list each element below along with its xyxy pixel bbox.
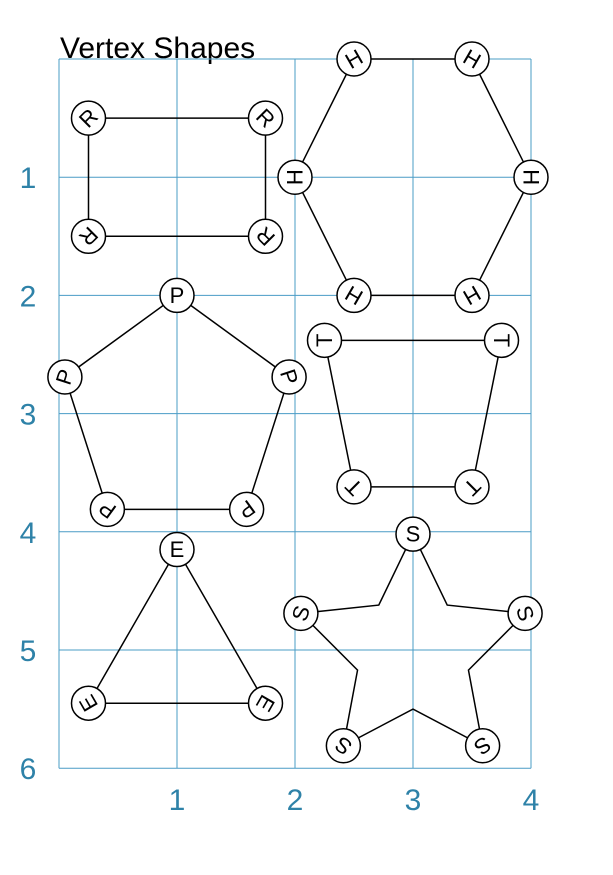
hexagon-vertex: H — [336, 41, 372, 77]
x-tick-label: 2 — [287, 784, 304, 817]
vertex-label: P — [275, 366, 303, 388]
vertex-label: H — [283, 169, 308, 185]
pentagon-shape: P P P P P — [47, 277, 307, 528]
trapezoid-vertex: T — [483, 322, 520, 359]
pentagon-vertex: P — [228, 491, 265, 528]
vertex-circle — [159, 531, 195, 568]
hexagon-vertex: H — [277, 159, 313, 195]
triangle-vertex: E — [247, 685, 284, 721]
y-tick-label: 6 — [20, 753, 37, 786]
vertex-circle — [247, 685, 284, 721]
vertex-label: T — [489, 334, 514, 347]
vertex-label: T — [312, 334, 337, 347]
vertex-circle — [507, 595, 543, 632]
vertex-circle — [70, 100, 107, 136]
vertex-circle — [89, 491, 126, 528]
rectangle-vertex: R — [247, 218, 284, 255]
vertex-label: S — [511, 603, 539, 625]
vertex-circle — [47, 359, 83, 395]
x-tick-label: 1 — [169, 784, 186, 817]
star-vertex: S — [464, 727, 501, 764]
hexagon-vertex: H — [336, 277, 372, 314]
vertex-label: E — [170, 537, 185, 562]
hexagon-vertex: H — [513, 159, 549, 195]
pentagon-vertex: P — [89, 491, 126, 528]
star-vertex: S — [283, 595, 319, 632]
y-tick-label: 2 — [20, 280, 37, 313]
vertex-label: S — [406, 522, 421, 547]
trapezoid-vertex: T — [454, 469, 490, 505]
y-axis-ticks: 1 2 3 4 5 6 — [20, 162, 37, 786]
diagram-title: Vertex Shapes — [60, 32, 255, 65]
vertex-circle — [70, 218, 107, 255]
pentagon-vertex: P — [47, 359, 83, 395]
rectangle-vertex: R — [70, 218, 107, 255]
vertex-circle — [483, 322, 520, 359]
vertex-circle — [395, 516, 431, 552]
vertex-circle — [271, 359, 307, 395]
triangle-shape: E E E — [70, 531, 284, 721]
vertex-circle — [277, 159, 313, 195]
x-tick-label: 3 — [405, 784, 422, 817]
trapezoid-vertex: T — [306, 322, 343, 359]
vertex-circle — [336, 277, 372, 314]
star-vertex: S — [507, 595, 543, 632]
pentagon-vertex: P — [159, 277, 195, 314]
hexagon-shape: H H H H H H — [277, 41, 549, 314]
hexagon-vertex: H — [454, 41, 490, 77]
vertex-circle — [70, 685, 107, 721]
vertex-circle — [247, 218, 284, 255]
y-tick-label: 5 — [20, 635, 37, 668]
y-tick-label: 3 — [20, 399, 37, 432]
triangle-edges — [87, 548, 267, 704]
x-tick-label: 4 — [523, 784, 540, 817]
vertex-circle — [454, 469, 490, 505]
vertex-circle — [513, 159, 549, 195]
vertex-circle — [247, 100, 284, 136]
triangle-vertex: E — [70, 685, 107, 721]
vertex-circle — [159, 277, 195, 314]
star-edges — [299, 532, 527, 748]
vertex-circle — [454, 41, 490, 77]
vertex-circle — [306, 322, 343, 359]
vertex-label: S — [287, 603, 315, 625]
vertex-circle — [336, 41, 372, 77]
rectangle-shape: R R R R — [70, 100, 284, 255]
vertex-circle — [228, 491, 265, 528]
pentagon-vertex: P — [271, 359, 307, 395]
hexagon-vertex: H — [454, 277, 490, 314]
star-shape: S S S S S — [283, 516, 543, 764]
vertex-circle — [464, 727, 501, 764]
triangle-vertex: E — [159, 531, 195, 568]
vertex-circle — [283, 595, 319, 632]
vertex-circle — [336, 469, 372, 505]
y-tick-label: 4 — [20, 517, 37, 550]
shapes-layer: R R R R H H H H H H P P P P P T T T T E E E S S S S S — [47, 41, 549, 764]
trapezoid-vertex: T — [336, 469, 372, 505]
star-vertex: S — [395, 516, 431, 552]
vertex-label: P — [51, 366, 79, 388]
pentagon-edges — [64, 294, 290, 511]
rectangle-vertex: R — [247, 100, 284, 136]
vertex-label: H — [519, 169, 544, 185]
vertex-label: P — [170, 283, 185, 308]
y-tick-label: 1 — [20, 162, 37, 195]
vertex-circle — [454, 277, 490, 314]
x-axis-ticks: 1 2 3 4 — [169, 784, 540, 817]
star-vertex: S — [325, 727, 362, 764]
trapezoid-shape: T T T T — [306, 322, 520, 505]
vertex-circle — [325, 727, 362, 764]
rectangle-vertex: R — [70, 100, 107, 136]
